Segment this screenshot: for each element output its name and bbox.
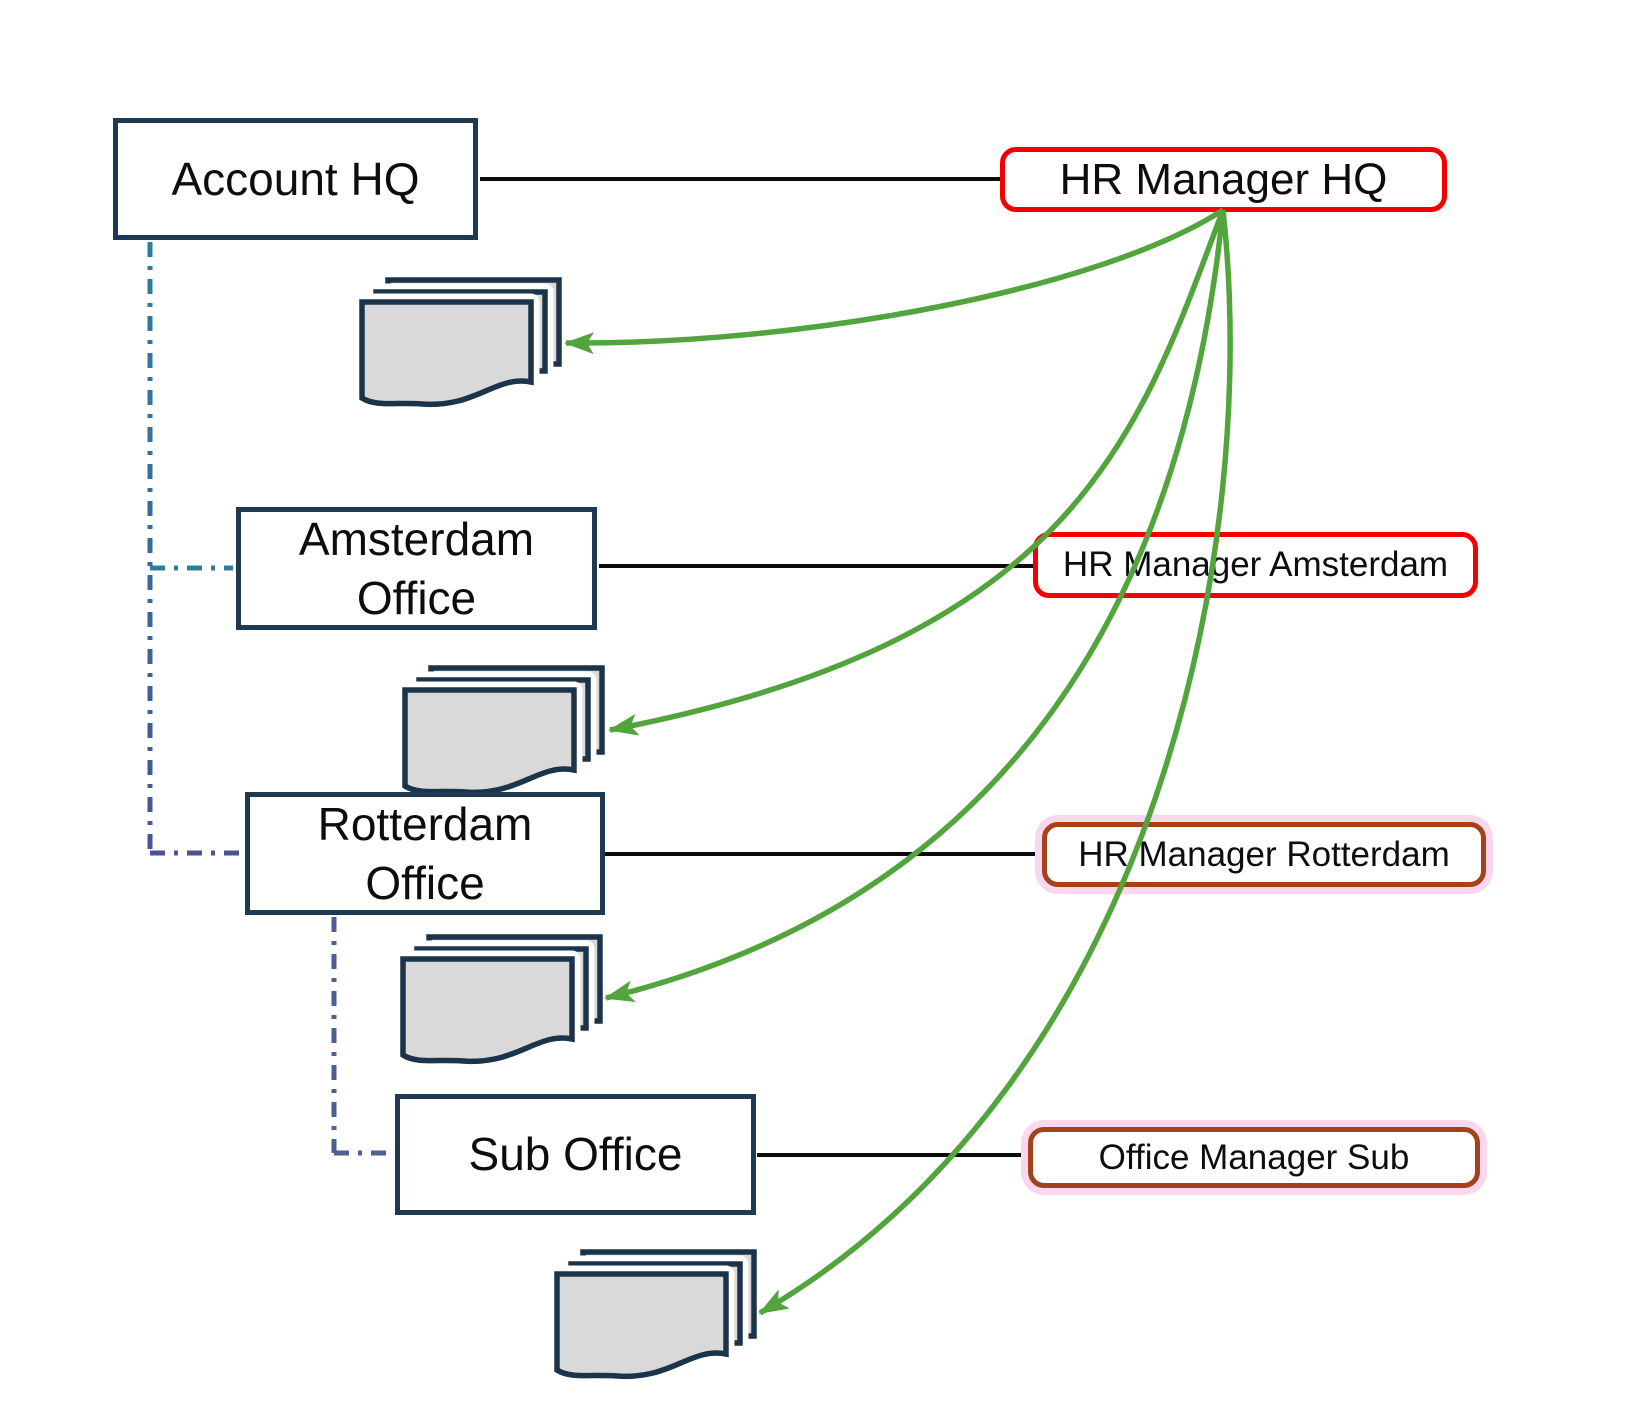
manager-node-hr-rotterdam: HR Manager Rotterdam <box>1042 822 1486 887</box>
assignment-arrow-amsterdam-docs <box>608 209 1226 736</box>
documents-stack-icon-hq <box>362 280 559 404</box>
documents-stack-icon-amsterdam <box>405 668 602 792</box>
office-manager-links <box>480 177 1044 1157</box>
assignment-arrow-hq-docs <box>564 207 1225 355</box>
office-node-account-hq: Account HQ <box>113 118 478 240</box>
hierarchy-connectors <box>147 242 392 1156</box>
manager-node-office-manager-sub: Office Manager Sub <box>1028 1127 1480 1188</box>
manager-node-hr-amsterdam: HR Manager Amsterdam <box>1033 532 1478 598</box>
office-node-amsterdam: Amsterdam Office <box>236 507 597 630</box>
documents-stack-icon-rotterdam <box>403 937 600 1061</box>
manager-node-hr-hq: HR Manager HQ <box>1000 147 1447 212</box>
documents-stack-icon-sub <box>557 1252 754 1376</box>
office-node-rotterdam: Rotterdam Office <box>245 792 605 915</box>
office-node-sub-office: Sub Office <box>395 1094 756 1215</box>
